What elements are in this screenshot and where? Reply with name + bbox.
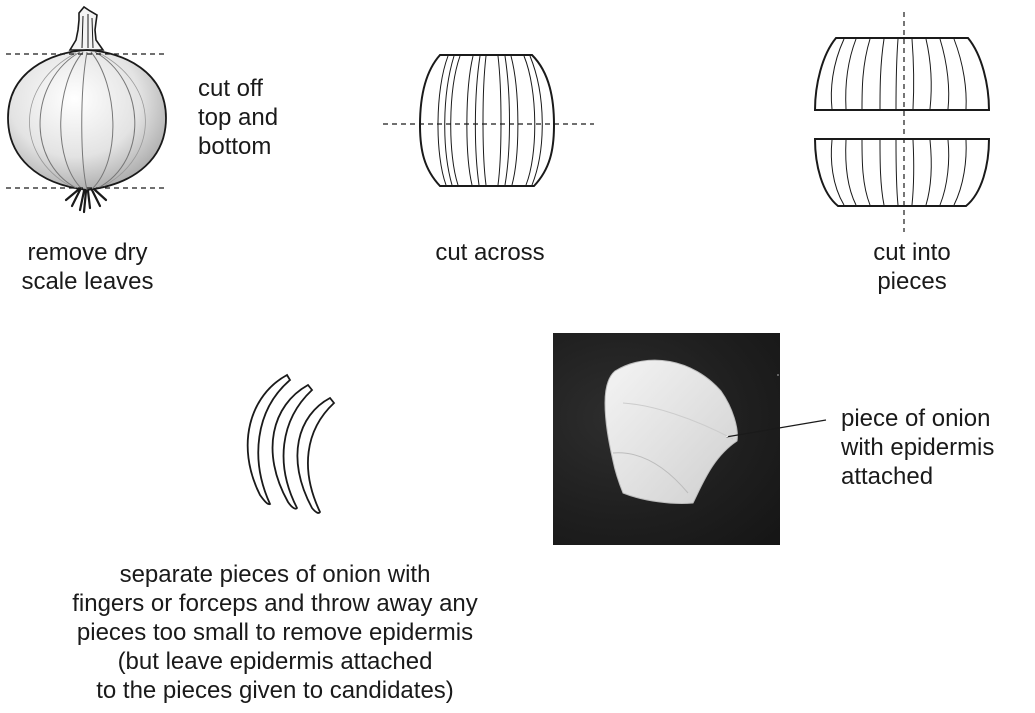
photo-label: piece of onion with epidermis attached [841,404,994,491]
